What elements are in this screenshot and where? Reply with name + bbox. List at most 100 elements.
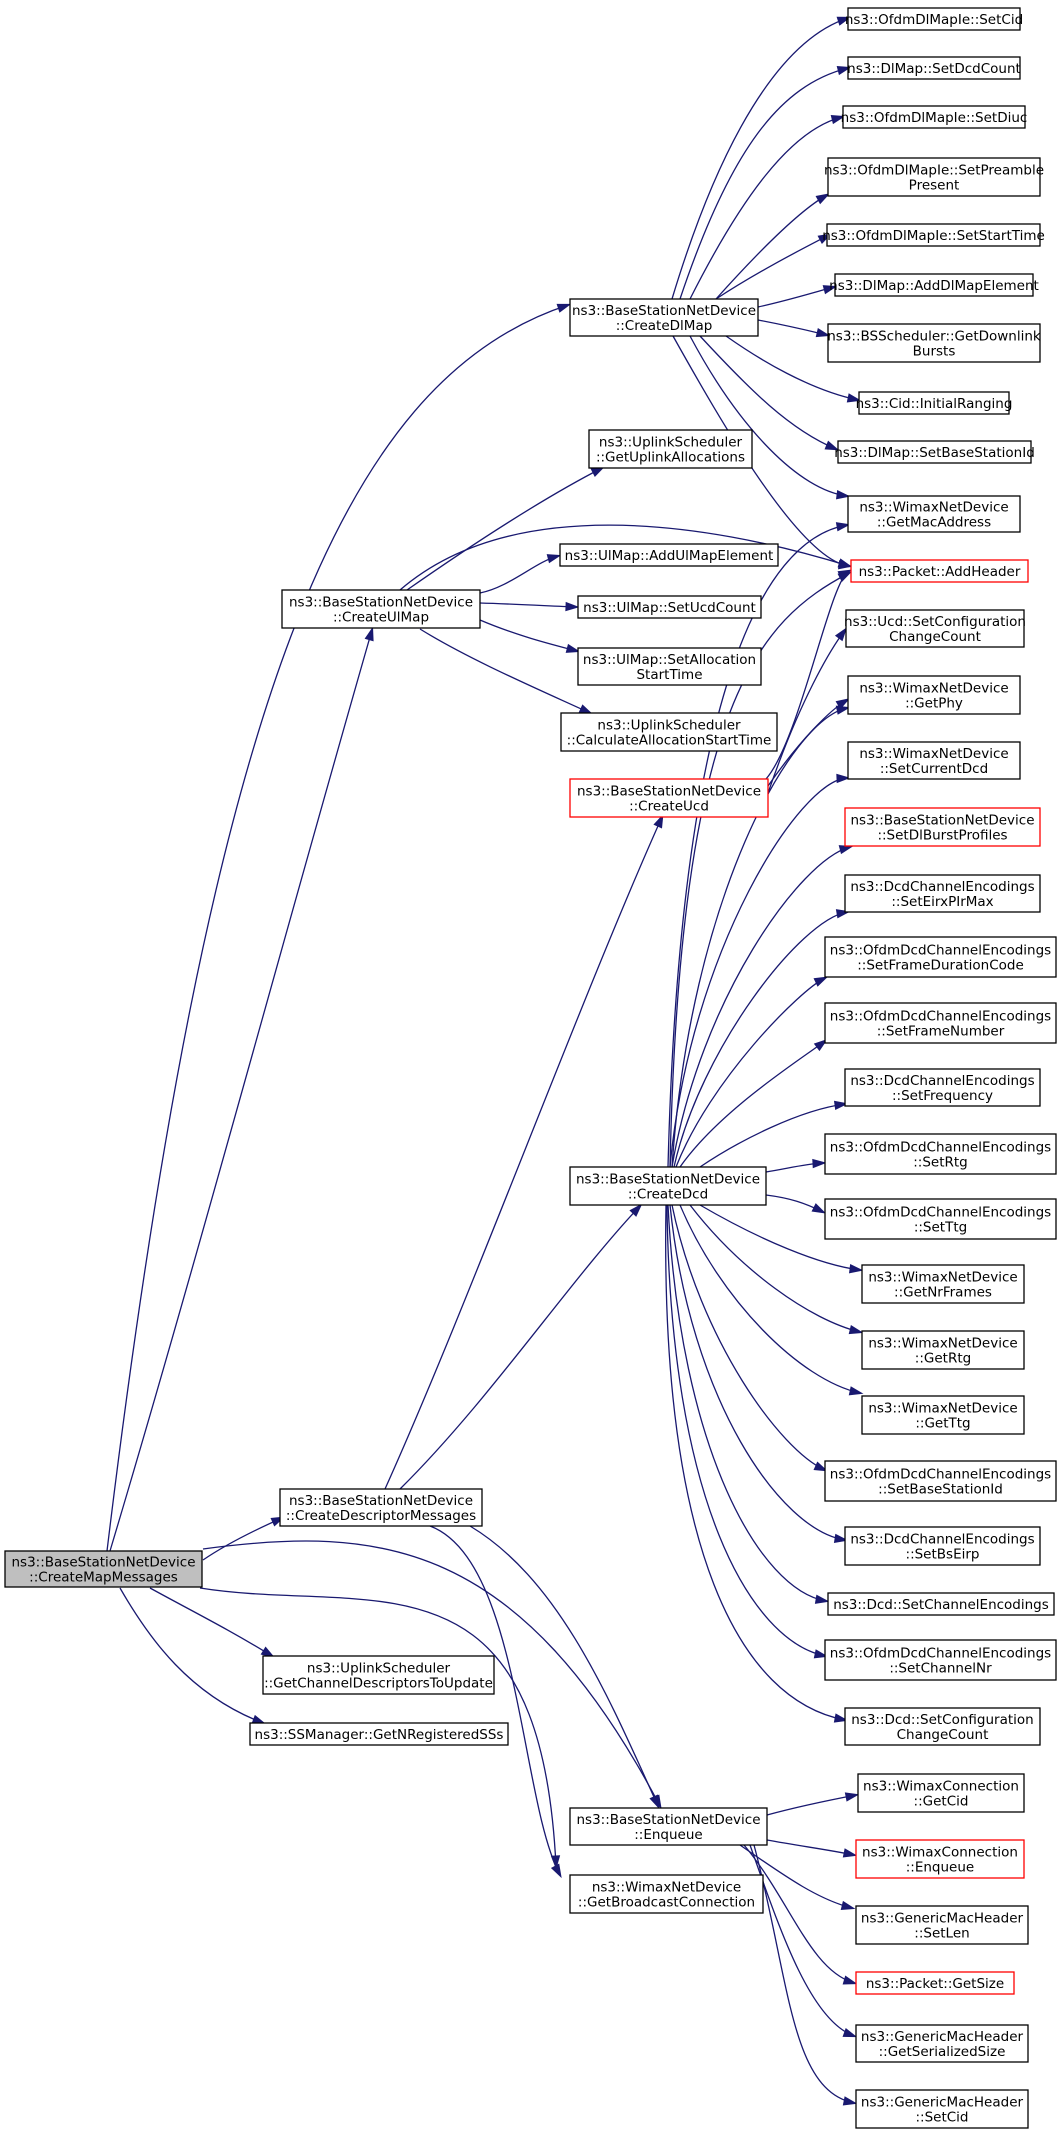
node-getPhy[interactable]: ns3::WimaxNetDevice::GetPhy	[847, 675, 1021, 715]
node-setFrameDur[interactable]: ns3::OfdmDcdChannelEncodings::SetFrameDu…	[824, 936, 1057, 978]
node-getBcastConn[interactable]: ns3::WimaxNetDevice::GetBroadcastConnect…	[569, 1874, 764, 1914]
node-ulSetUcdCount[interactable]: ns3::UlMap::SetUcdCount	[577, 595, 762, 619]
node-setTtg[interactable]: ns3::OfdmDcdChannelEncodings::SetTtg	[824, 1198, 1057, 1240]
node-box	[824, 1198, 1057, 1240]
node-label: ns3::BaseStationNetDevice	[289, 1493, 473, 1509]
node-label: ::SetFrequency	[892, 1088, 993, 1104]
node-label: ns3::BaseStationNetDevice	[576, 1172, 760, 1188]
node-gmhGetSerSize[interactable]: ns3::GenericMacHeader::GetSerializedSize	[855, 2024, 1029, 2063]
call-edge-createDcd-to-getPhy	[671, 705, 851, 1168]
node-gmhSetLen[interactable]: ns3::GenericMacHeader::SetLen	[855, 1905, 1029, 1945]
call-edge-createDcd-to-dcdSetChanEnc	[667, 1204, 830, 1604]
node-label: ns3::Dcd::SetChannelEncodings	[833, 1597, 1049, 1613]
node-setFrameNum[interactable]: ns3::OfdmDcdChannelEncodings::SetFrameNu…	[824, 1002, 1057, 1044]
node-createUlMap[interactable]: ns3::BaseStationNetDevice::CreateUlMap	[281, 589, 481, 629]
node-box	[826, 223, 1041, 247]
node-box	[559, 543, 779, 567]
node-box	[847, 495, 1021, 533]
node-label: ns3::Packet::AddHeader	[859, 564, 1021, 580]
call-edge-createUlMap-to-ulSetUcdCount	[479, 601, 580, 612]
node-getChanDesc[interactable]: ns3::UplinkScheduler::GetChannelDescript…	[262, 1655, 495, 1695]
node-createDcd[interactable]: ns3::BaseStationNetDevice::CreateDcd	[569, 1166, 767, 1206]
call-edge-createDcd-to-getMacAddr	[667, 522, 851, 1168]
call-edge-enqueue-to-wcEnqueue	[766, 1839, 858, 1858]
node-dlSetCid[interactable]: ns3::OfdmDlMapIe::SetCid	[845, 7, 1023, 31]
node-label: ns3::OfdmDlMapIe::SetCid	[845, 12, 1023, 28]
call-edge-createDlMap-to-getMacAddr	[689, 335, 851, 500]
node-label: ns3::UplinkScheduler	[597, 718, 741, 734]
node-box	[560, 712, 778, 752]
node-getMacAddr[interactable]: ns3::WimaxNetDevice::GetMacAddress	[847, 495, 1021, 533]
call-edge-enqueue-to-gmhSetLen	[739, 1844, 856, 1911]
node-box	[861, 1264, 1025, 1304]
node-label: ::SetDlBurstProfiles	[877, 828, 1007, 844]
node-getUplinkAlloc[interactable]: ns3::UplinkScheduler::GetUplinkAllocatio…	[588, 429, 753, 469]
node-box	[847, 675, 1021, 715]
node-createUcd[interactable]: ns3::BaseStationNetDevice::CreateUcd	[569, 778, 769, 818]
node-setDlBurst[interactable]: ns3::BaseStationNetDevice::SetDlBurstPro…	[844, 807, 1041, 847]
node-setBsEirp[interactable]: ns3::DcdChannelEncodings::SetBsEirp	[844, 1526, 1041, 1566]
arrowhead-icon	[565, 643, 581, 653]
node-dcdSetChanEnc[interactable]: ns3::Dcd::SetChannelEncodings	[827, 1592, 1055, 1616]
node-getTtg[interactable]: ns3::WimaxNetDevice::GetTtg	[861, 1395, 1025, 1435]
call-edge-createDcd-to-setFrameNum	[679, 1038, 828, 1168]
node-wcEnqueue[interactable]: ns3::WimaxConnection::Enqueue	[855, 1839, 1025, 1879]
node-setBsId[interactable]: ns3::OfdmDcdChannelEncodings::SetBaseSta…	[824, 1460, 1057, 1502]
node-dlSetStart[interactable]: ns3::OfdmDlMapIe::SetStartTime	[822, 223, 1045, 247]
arrowhead-icon	[844, 1792, 860, 1802]
node-getNRegSS[interactable]: ns3::SSManager::GetNRegisteredSSs	[249, 1722, 509, 1746]
node-box	[861, 1330, 1025, 1370]
node-setCurDcd[interactable]: ns3::WimaxNetDevice::SetCurrentDcd	[847, 741, 1021, 780]
node-dlSetDcdCount[interactable]: ns3::DlMap::SetDcdCount	[847, 56, 1021, 80]
call-edge-createDlMap-to-dlSetStart	[715, 233, 833, 300]
node-createDescMsgs[interactable]: ns3::BaseStationNetDevice::CreateDescrip…	[279, 1488, 483, 1527]
node-dlSetDiuc[interactable]: ns3::OfdmDlMapIe::SetDiuc	[841, 105, 1028, 129]
node-gmhSetCid[interactable]: ns3::GenericMacHeader::SetCid	[855, 2089, 1029, 2129]
call-edge-createDcd-to-setDlBurst	[671, 845, 854, 1168]
node-dlSetBsId[interactable]: ns3::DlMap::SetBaseStationId	[834, 440, 1035, 464]
node-pktAddHeader[interactable]: ns3::Packet::AddHeader	[850, 559, 1029, 583]
call-edge-createDescMsgs-to-enqueue	[469, 1525, 660, 1810]
node-getRtg[interactable]: ns3::WimaxNetDevice::GetRtg	[861, 1330, 1025, 1370]
node-cidInitRanging[interactable]: ns3::Cid::InitialRanging	[856, 391, 1013, 415]
node-label: ns3::GenericMacHeader	[861, 2095, 1024, 2111]
arrowhead-icon	[835, 522, 851, 532]
call-edge-createDlMap-to-dlSetDiuc	[689, 114, 846, 300]
node-pktGetSize[interactable]: ns3::Packet::GetSize	[855, 1971, 1015, 1995]
node-box	[824, 936, 1057, 978]
node-label: ::CreateDcd	[628, 1187, 708, 1203]
node-setEirx[interactable]: ns3::DcdChannelEncodings::SetEirxPIrMax	[844, 874, 1041, 913]
node-box	[844, 874, 1041, 913]
node-label: ns3::UlMap::AddUlMapElement	[565, 548, 774, 564]
node-wcGetCid[interactable]: ns3::WimaxConnection::GetCid	[857, 1773, 1025, 1813]
node-label: ::CreateDescriptorMessages	[286, 1508, 476, 1524]
arrowhead-icon	[629, 1203, 643, 1217]
node-label: Present	[909, 178, 960, 194]
node-label: ns3::OfdmDcdChannelEncodings	[830, 1467, 1051, 1483]
node-calcAllocStart[interactable]: ns3::UplinkScheduler::CalculateAllocatio…	[560, 712, 778, 752]
call-edge-createDlMap-to-pktAddHeader	[672, 335, 853, 570]
node-enqueue[interactable]: ns3::BaseStationNetDevice::Enqueue	[569, 1807, 768, 1846]
node-label: ::GetTtg	[915, 1416, 970, 1432]
node-setRtg[interactable]: ns3::OfdmDcdChannelEncodings::SetRtg	[824, 1133, 1057, 1175]
node-getNrFrames[interactable]: ns3::WimaxNetDevice::GetNrFrames	[861, 1264, 1025, 1304]
call-edge-root-to-getNRegSS	[119, 1587, 267, 1725]
node-label: ::Enqueue	[634, 1827, 702, 1843]
node-label: ::GetUplinkAllocations	[596, 450, 745, 466]
node-dlAddElem[interactable]: ns3::DlMap::AddDlMapElement	[829, 273, 1039, 297]
node-setChanNr[interactable]: ns3::OfdmDcdChannelEncodings::SetChannel…	[824, 1639, 1057, 1681]
arrowhead-icon	[842, 1848, 858, 1858]
node-box	[837, 440, 1032, 464]
node-createDlMap[interactable]: ns3::BaseStationNetDevice::CreateDlMap	[569, 298, 759, 337]
node-label: ns3::Ucd::SetConfiguration	[844, 614, 1026, 630]
node-label: ChangeCount	[889, 629, 981, 645]
call-edge-createDescMsgs-to-getBcastConn	[429, 1525, 562, 1879]
node-ulAddElem[interactable]: ns3::UlMap::AddUlMapElement	[559, 543, 779, 567]
node-box	[249, 1722, 509, 1746]
node-setFreq[interactable]: ns3::DcdChannelEncodings::SetFrequency	[844, 1068, 1041, 1107]
